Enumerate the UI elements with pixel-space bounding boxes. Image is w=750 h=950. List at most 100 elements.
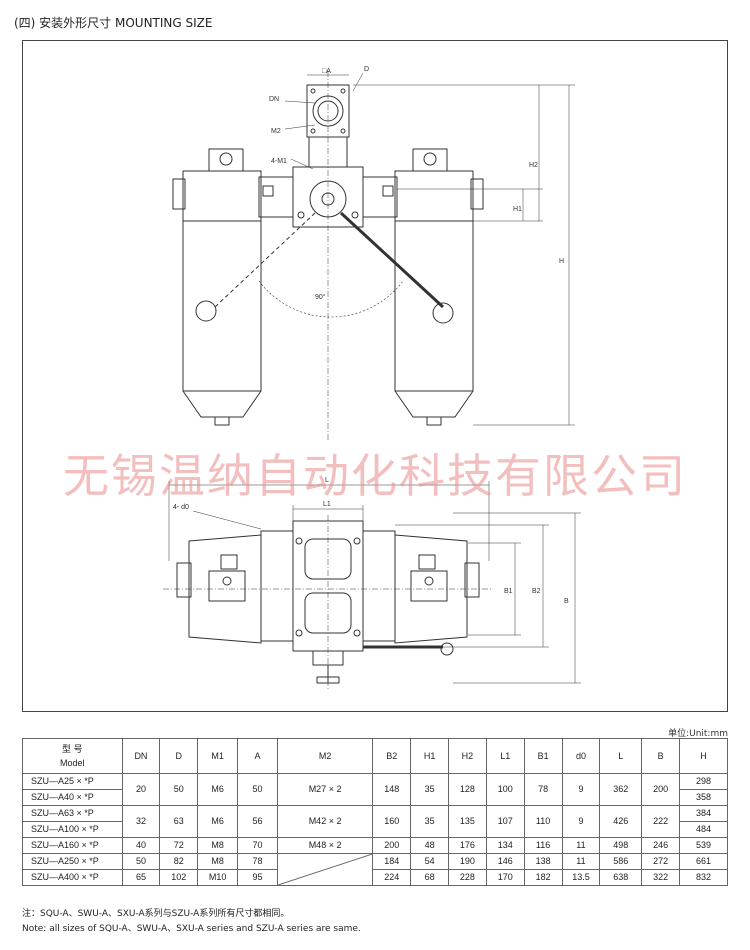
cell-h2: 176 bbox=[448, 837, 487, 854]
table-row: SZU—A100 × *P 484 bbox=[22, 821, 728, 838]
cell-model: SZU—A40 × *P bbox=[22, 789, 123, 806]
header-m1: M1 bbox=[197, 738, 239, 774]
cell-h: 384 bbox=[679, 805, 728, 822]
header-h1: H1 bbox=[410, 738, 449, 774]
header-d0: d0 bbox=[561, 738, 601, 774]
cell-b: 246 bbox=[641, 837, 681, 854]
handle-lever bbox=[339, 211, 445, 309]
table-row: SZU—A40 × *P 358 bbox=[22, 789, 728, 806]
cell-dn: 20 bbox=[121, 773, 161, 806]
cell-dn: 40 bbox=[121, 837, 161, 854]
cell-b1: 78 bbox=[523, 773, 563, 806]
cell-model: SZU—A160 × *P bbox=[22, 837, 123, 854]
cell-dn: 65 bbox=[121, 869, 161, 886]
header-a: A bbox=[237, 738, 278, 774]
left-unit-plan bbox=[188, 534, 262, 644]
cell-dn: 50 bbox=[121, 853, 161, 870]
cell-d: 102 bbox=[159, 869, 199, 886]
cell-h: 832 bbox=[679, 869, 728, 886]
cell-d0: 11 bbox=[561, 853, 601, 870]
cell-h: 661 bbox=[679, 853, 728, 870]
table-row: SZU—A160 × *P 40 72 M8 70 M48 × 2 200 48… bbox=[22, 837, 728, 854]
cell-h1: 54 bbox=[410, 853, 449, 870]
drawing-svg: □A D DN M2 4-M1 H H1 H2 90° L L1 4- d0 B… bbox=[163, 66, 581, 689]
cell-model: SZU—A63 × *P bbox=[22, 805, 123, 822]
cell-l: 362 bbox=[599, 773, 643, 806]
cell-h: 358 bbox=[679, 789, 728, 806]
cell-l1: 100 bbox=[485, 773, 525, 806]
left-housing-bowl bbox=[182, 220, 262, 392]
label-m2: M2 bbox=[271, 128, 281, 135]
header-dn: DN bbox=[121, 738, 161, 774]
cell-b2: 184 bbox=[372, 853, 412, 870]
cell-h: 539 bbox=[679, 837, 728, 854]
cell-b: 222 bbox=[641, 805, 681, 838]
cell-model: SZU—A400 × *P bbox=[22, 869, 123, 886]
cell-h2: 128 bbox=[448, 773, 487, 806]
cell-model: SZU—A250 × *P bbox=[22, 853, 123, 870]
cell-d0: 11 bbox=[561, 837, 601, 854]
note-cn: 注：SQU-A、SWU-A、SXU-A系列与SZU-A系列所有尺寸都相同。 bbox=[22, 909, 290, 919]
label-h: H bbox=[559, 258, 564, 265]
cell-m1: M6 bbox=[197, 773, 239, 806]
handle-knob bbox=[432, 302, 454, 324]
label-m1: 4-M1 bbox=[271, 158, 287, 165]
cell-m2: M42 × 2 bbox=[276, 805, 374, 838]
cell-d: 72 bbox=[159, 837, 199, 854]
cell-m2-empty bbox=[276, 853, 374, 886]
unit-label: 单位:Unit:mm bbox=[668, 729, 728, 739]
cell-m1: M8 bbox=[197, 853, 239, 870]
cell-d0: 13.5 bbox=[561, 869, 601, 886]
header-h2: H2 bbox=[448, 738, 487, 774]
cell-d0: 9 bbox=[561, 773, 601, 806]
cell-d0: 9 bbox=[561, 805, 601, 838]
cell-l: 638 bbox=[599, 869, 643, 886]
cell-l: 426 bbox=[599, 805, 643, 838]
label-a: □A bbox=[322, 68, 331, 75]
cell-a: 95 bbox=[237, 869, 278, 886]
table-row: SZU—A63 × *P 32 63 M6 56 M42 × 2 160 35 … bbox=[22, 805, 728, 838]
cell-h2: 190 bbox=[448, 853, 487, 870]
cell-a: 78 bbox=[237, 853, 278, 870]
cell-dn: 32 bbox=[121, 805, 161, 838]
header-b1: B1 bbox=[523, 738, 563, 774]
cell-b2: 148 bbox=[372, 773, 412, 806]
section-title: (四) 安装外形尺寸 MOUNTING SIZE bbox=[14, 16, 213, 30]
cell-a: 50 bbox=[237, 773, 278, 806]
header-b: B bbox=[641, 738, 681, 774]
table-row: SZU—A25 × *P 20 50 M6 50 M27 × 2 148 35 … bbox=[22, 773, 728, 806]
technical-drawing: □A D DN M2 4-M1 H H1 H2 90° L L1 4- d0 B… bbox=[22, 40, 728, 712]
cell-b1: 116 bbox=[523, 837, 563, 854]
cell-b1: 182 bbox=[523, 869, 563, 886]
cell-h: 298 bbox=[679, 773, 728, 790]
cell-h1: 68 bbox=[410, 869, 449, 886]
cell-b1: 110 bbox=[523, 805, 563, 838]
cell-h2: 228 bbox=[448, 869, 487, 886]
cell-h: 484 bbox=[679, 821, 728, 838]
cell-b: 272 bbox=[641, 853, 681, 870]
header-h: H bbox=[679, 738, 728, 774]
header-d: D bbox=[159, 738, 199, 774]
header-b2: B2 bbox=[372, 738, 412, 774]
label-dn: DN bbox=[269, 96, 279, 103]
note-en: Note: all sizes of SQU-A、SWU-A、SXU-A ser… bbox=[22, 924, 361, 934]
label-d: D bbox=[364, 66, 369, 73]
cell-d: 50 bbox=[159, 773, 199, 806]
cell-l1: 107 bbox=[485, 805, 525, 838]
cell-a: 70 bbox=[237, 837, 278, 854]
label-b2: B2 bbox=[532, 588, 541, 595]
cell-d: 63 bbox=[159, 805, 199, 838]
watermark: 无锡温纳自动化科技有限公司 bbox=[63, 449, 687, 503]
cell-b: 200 bbox=[641, 773, 681, 806]
cell-b2: 160 bbox=[372, 805, 412, 838]
cell-l: 586 bbox=[599, 853, 643, 870]
label-b1: B1 bbox=[504, 588, 513, 595]
right-housing-head bbox=[394, 170, 474, 222]
cell-l1: 146 bbox=[485, 853, 525, 870]
cell-model: SZU—A100 × *P bbox=[22, 821, 123, 838]
cell-h1: 48 bbox=[410, 837, 449, 854]
header-m2: M2 bbox=[276, 738, 374, 774]
label-h1: H1 bbox=[513, 206, 522, 213]
